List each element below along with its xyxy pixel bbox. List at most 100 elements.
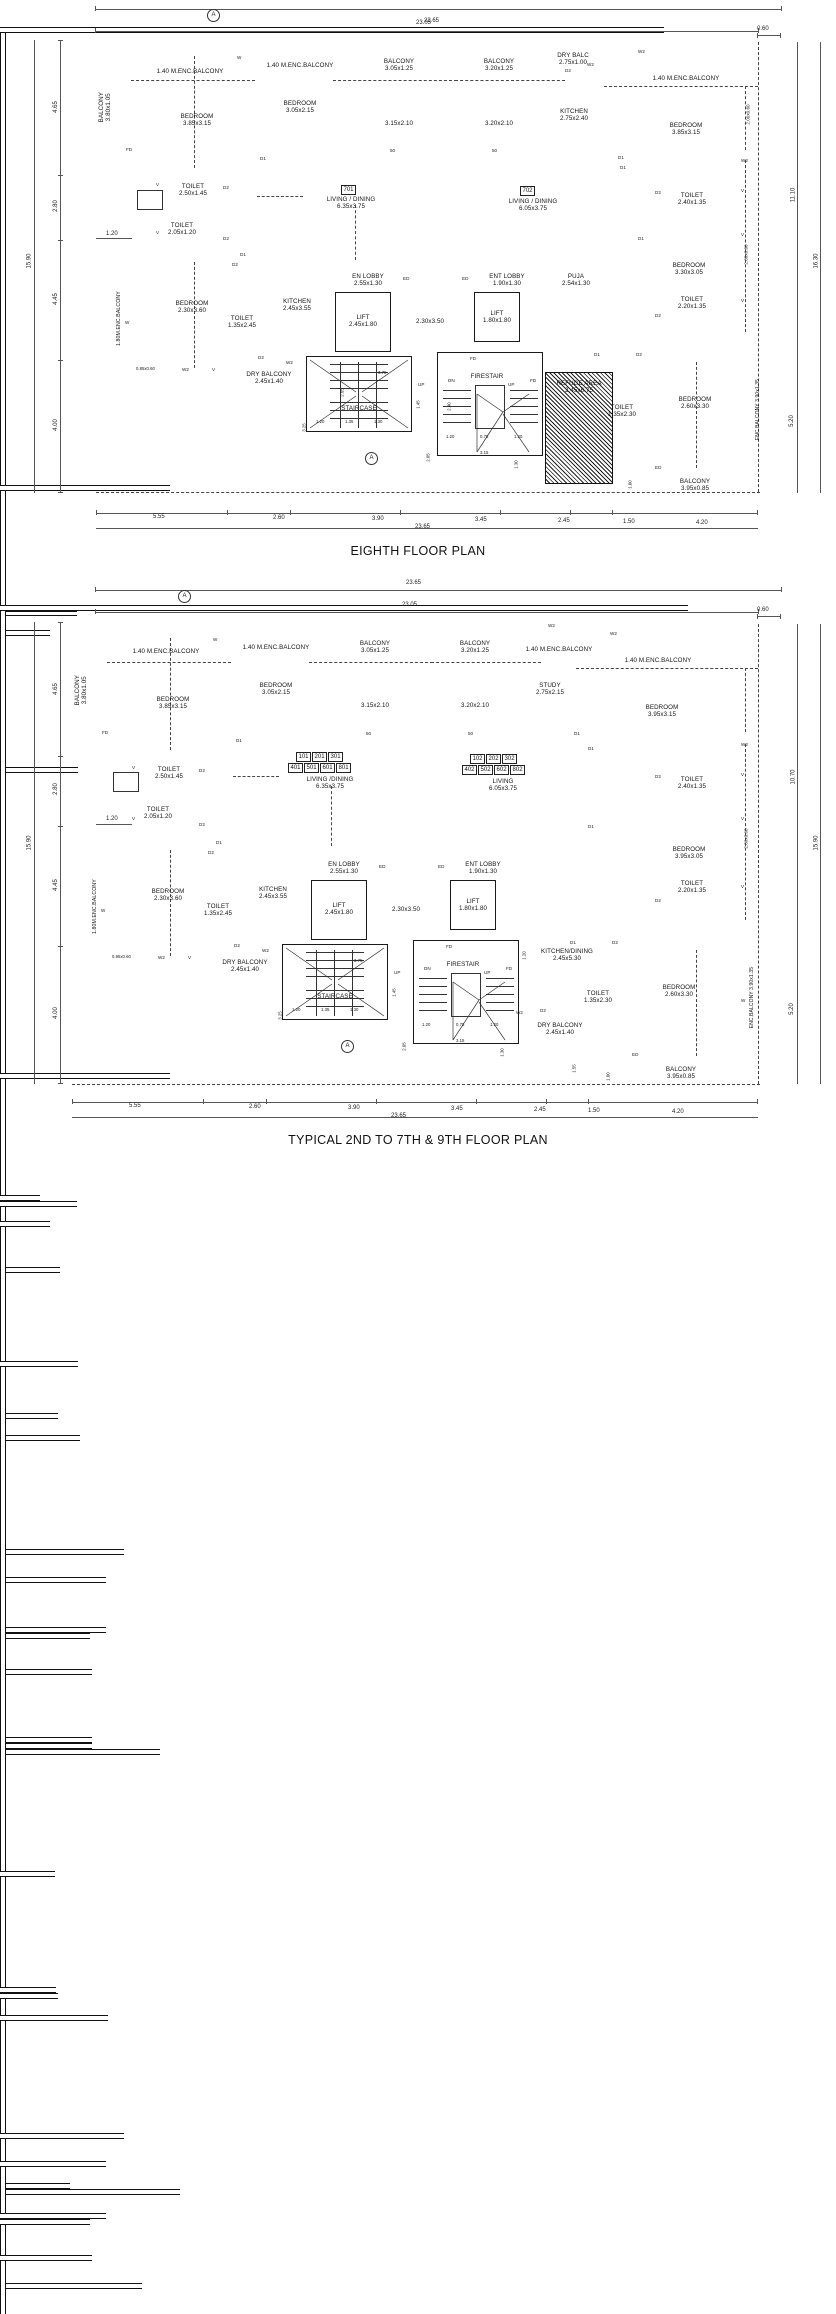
dim2-left-seg-1: 4.65 [52, 683, 59, 695]
tag2-d2-3: D2 [655, 774, 661, 779]
tag2-w-2: W [101, 908, 106, 913]
tag-d2-2: D2 [223, 185, 229, 190]
room2-2-30x3-50: 2.30x3.50 [391, 906, 421, 913]
dim-3-15: 3.15 [480, 450, 489, 455]
tag2-d1-6: D1 [570, 940, 576, 945]
dim2-bottom-seg-line [72, 1102, 758, 1103]
dim2-0-95x0-60: 0.95x0.60 [112, 954, 131, 959]
dim2-right-overall-value: 15.90 [813, 835, 820, 851]
tag2-d1-4: D1 [588, 824, 594, 829]
outer2-boundary-dash-right [758, 624, 759, 1084]
tag2-ed-3: ED [632, 1052, 639, 1057]
tag2-w2-5: W2 [262, 948, 269, 953]
dim2-1-20-b: 1.20 [292, 1007, 301, 1012]
outer2-wall-bottom [0, 1073, 170, 1079]
unit2-numbers-row1: 101 201 301 [296, 752, 344, 762]
staircase2-diagonals [285, 947, 385, 1017]
tag2-up-2: UP [484, 970, 491, 975]
dim2-1-55: 1.55 [571, 1064, 577, 1073]
dim2-1-00: 1.00 [605, 1072, 611, 1081]
tag2-v-3: V [741, 772, 745, 777]
tag-fd-1: FD [126, 147, 133, 152]
unit-box: 201 [312, 752, 328, 762]
unit-box: 501 [304, 763, 320, 773]
dim2-left-seg-4: 4.00 [52, 1007, 59, 1019]
tag2-v-6: V [188, 955, 192, 960]
dim-bottom-overall: 23.65 [415, 524, 431, 530]
dim2-1-20-d: 1.20 [490, 1022, 499, 1027]
tag2-w2-3: W2 [741, 742, 748, 747]
dim-right-overall-value: 16.30 [813, 253, 820, 269]
unit-box: 301 [328, 752, 344, 762]
unit-number-702: 702 [520, 186, 536, 196]
dim2-3-25: 3.25 [277, 1011, 283, 1020]
tag2-fd-3: FD [506, 966, 513, 971]
tag2-fd-1: FD [102, 730, 109, 735]
tag-w2-2: W2 [638, 49, 645, 54]
dim-2-65: 2.65 [339, 388, 345, 397]
dim2-bottom-7: 4.20 [672, 1109, 684, 1115]
label-menc-balcony-3: 1.40 M.ENC.BALCONY [652, 75, 720, 82]
unit-box: 701 [341, 185, 357, 195]
tag-d2-5: D2 [655, 313, 661, 318]
tag-v-5: V [741, 298, 745, 303]
unit-number-701: 701 [341, 185, 357, 195]
tag2-v-4: V [741, 816, 745, 821]
dim-2-40: 2.40 [446, 402, 452, 411]
tag2-w2-4: W2 [158, 955, 165, 960]
tag-d2-6: D2 [232, 262, 238, 267]
tag-w2-3: W2 [741, 158, 748, 163]
dim-right-upper-line [797, 42, 798, 357]
unit-box: 801 [336, 763, 352, 773]
tag-fd-2: FD [470, 356, 477, 361]
tag2-d2-1: D2 [199, 768, 205, 773]
tag2-d2-5: D2 [208, 850, 214, 855]
grid-bubble-a-bottom: A [365, 452, 378, 465]
typical-floor-plan: 23.65 23.05 0.60 A 15.90 4.65 2.80 4.45 … [0, 578, 836, 2314]
tag2-d1-1: D1 [236, 738, 242, 743]
room-enc-balcony-right: ENC.BALCONY 3.90x1.35 [755, 378, 762, 441]
outer-wall-bottom [0, 485, 170, 491]
unit-box: 601 [320, 763, 336, 773]
staircase-diagonals [309, 359, 409, 429]
room-3-20x2-10: 3.20x2.10 [484, 120, 514, 127]
dim-1-20-b: 1.20 [316, 419, 325, 424]
tag-v-1: V [156, 182, 160, 187]
tag2-d2-4: D2 [655, 898, 661, 903]
dim-top-outer-line [95, 9, 782, 10]
dim2-bottom-1: 5.55 [129, 1103, 141, 1109]
tag-v-4: V [741, 232, 745, 237]
outer2-wall-left [0, 611, 6, 1073]
unit-box: 202 [486, 754, 502, 764]
dim-bottom-1: 5.55 [153, 514, 165, 520]
dim2-left-overall-line [34, 622, 35, 1084]
dim-3-25: 3.25 [301, 423, 307, 432]
dim-right-lower-value: 5.20 [788, 415, 795, 427]
lift2-shaft-1 [311, 880, 367, 940]
tag2-d2-7: D2 [540, 1008, 546, 1013]
unit-box: 602 [494, 765, 510, 775]
dim2-bottom-overall: 23.65 [391, 1113, 407, 1119]
dim2-1-30: 1.30 [350, 1007, 359, 1012]
dim2-right-upper-value: 10.70 [790, 769, 797, 785]
tag2-d1-5: D1 [216, 840, 222, 845]
